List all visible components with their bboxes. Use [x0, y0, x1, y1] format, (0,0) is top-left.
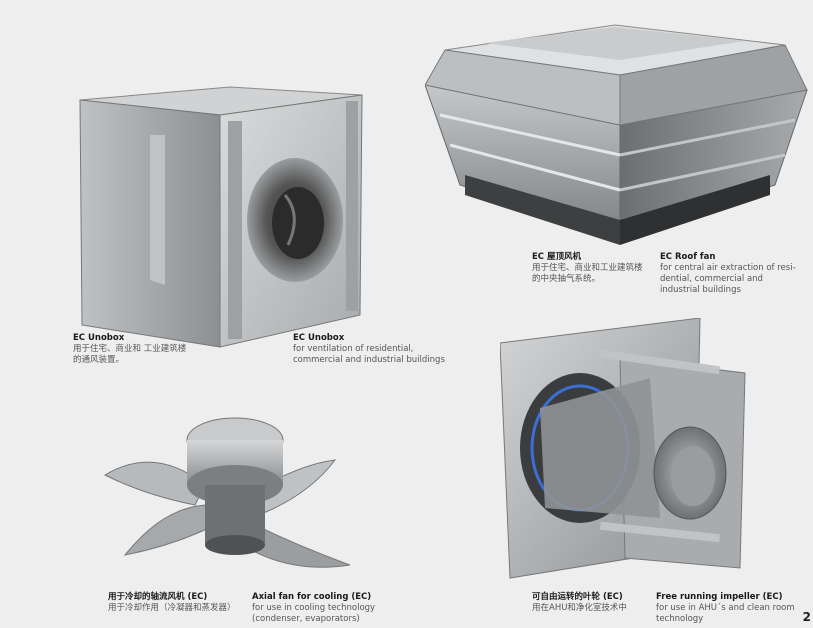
- caption-desc: 用于冷却作用（冷凝器和蒸发器）: [108, 603, 236, 613]
- caption-impeller-zh: 可自由运转的叶轮 (EC) 用在AHU和净化室技术中: [532, 592, 652, 614]
- caption-axial-fan-zh: 用于冷却的轴流风机 (EC) 用于冷却作用（冷凝器和蒸发器）: [108, 592, 258, 614]
- caption-title: EC Unobox: [293, 333, 345, 343]
- caption-desc: for central air extraction of resi- dent…: [660, 263, 796, 295]
- caption-title: Free running impeller (EC): [656, 592, 783, 602]
- caption-impeller-en: Free running impeller (EC) for use in AH…: [656, 592, 796, 625]
- caption-title: 可自由运转的叶轮 (EC): [532, 592, 623, 602]
- caption-roof-fan-en: EC Roof fan for central air extraction o…: [660, 252, 805, 296]
- free-running-impeller-image: [500, 318, 746, 579]
- caption-desc: 用于住宅、商业和 工业建筑楼的通风装置。: [73, 344, 187, 365]
- caption-roof-fan-zh: EC 屋顶风机 用于住宅、商业和工业建筑楼 的中央抽气系统。: [532, 252, 652, 285]
- ec-unobox-image: [79, 86, 363, 348]
- caption-title: EC 屋顶风机: [532, 252, 582, 262]
- caption-unobox-zh: EC Unobox 用于住宅、商业和 工业建筑楼的通风装置。: [73, 333, 193, 366]
- page-number: 2: [802, 610, 811, 624]
- caption-title: EC Roof fan: [660, 252, 716, 262]
- caption-desc: for use in cooling technology (condenser…: [252, 603, 376, 624]
- caption-title: EC Unobox: [73, 333, 125, 343]
- caption-axial-fan-en: Axial fan for cooling (EC) for use in co…: [252, 592, 402, 625]
- caption-title: Axial fan for cooling (EC): [252, 592, 372, 602]
- caption-desc: 用在AHU和净化室技术中: [532, 603, 627, 613]
- axial-fan-image: [103, 417, 350, 568]
- caption-desc: for ventilation of residential, commerci…: [293, 344, 445, 365]
- caption-desc: for use in AHU´s and clean room technolo…: [656, 603, 795, 624]
- caption-unobox-en: EC Unobox for ventilation of residential…: [293, 333, 463, 366]
- ec-roof-fan-image: [425, 24, 808, 245]
- caption-desc: 用于住宅、商业和工业建筑楼 的中央抽气系统。: [532, 263, 643, 284]
- caption-title: 用于冷却的轴流风机 (EC): [108, 592, 208, 602]
